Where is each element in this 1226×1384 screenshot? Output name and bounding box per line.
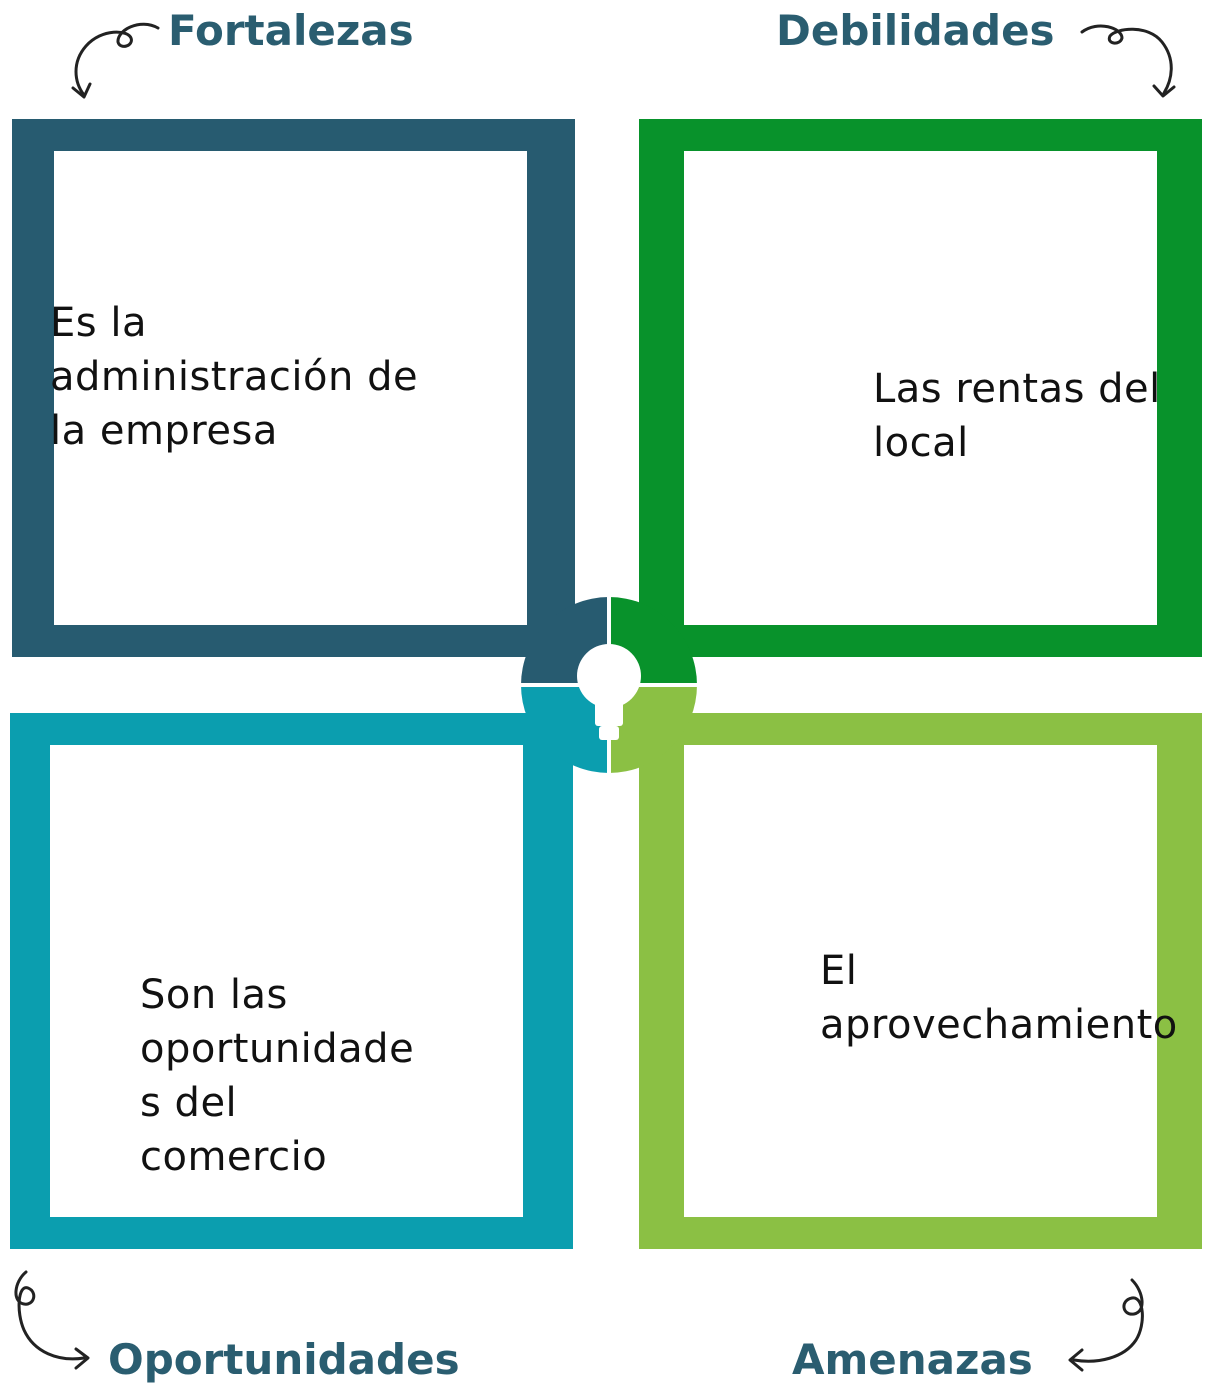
quadrant-amenazas [639,713,1202,1249]
text-line: s del [140,1080,238,1126]
text-line: Es la [50,300,147,346]
quadrant-text-amenazas: El aprovechamiento [820,944,1178,1052]
lightbulb-icon [577,644,641,740]
quadrant-fortalezas [12,119,575,657]
text-line: comercio [140,1134,328,1180]
curly-arrow-icon-amenazas [1068,1278,1144,1372]
text-line: oportunidade [140,1026,415,1072]
text-line: aprovechamiento [820,1002,1178,1048]
text-line: la empresa [50,408,278,454]
curly-arrow-icon-oportunidades [14,1270,90,1370]
heading-fortalezas: Fortalezas [168,6,414,55]
quadrant-debilidades [639,119,1202,657]
quadrant-oportunidades [10,713,573,1249]
quadrant-text-oportunidades: Son las oportunidade s del comercio [140,968,414,1184]
text-line: local [873,420,969,466]
quadrant-text-fortalezas: Es la administración de la empresa [50,296,418,458]
heading-amenazas: Amenazas [792,1335,1033,1384]
text-line: Son las [140,972,288,1018]
curly-arrow-icon-fortalezas [71,22,160,99]
text-line: Las rentas del [873,366,1161,412]
quadrant-text-debilidades: Las rentas del local [873,362,1161,470]
text-line: administración de [50,354,419,400]
text-line: El [820,948,858,994]
curly-arrow-icon-debilidades [1080,24,1176,98]
heading-oportunidades: Oportunidades [108,1335,460,1384]
heading-debilidades: Debilidades [776,6,1055,55]
